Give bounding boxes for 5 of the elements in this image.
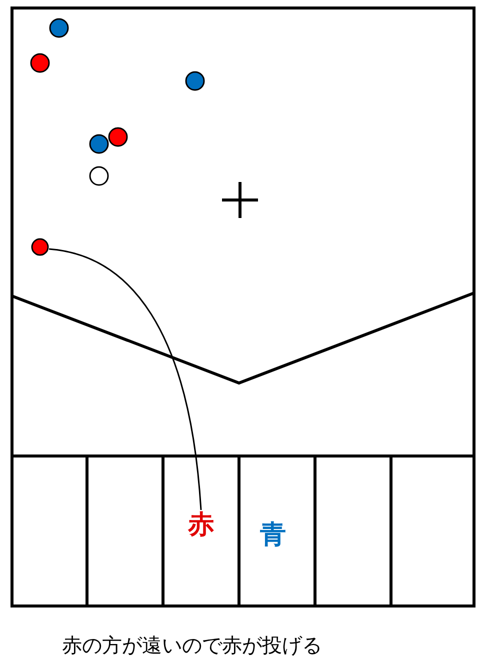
throw-path xyxy=(48,248,202,510)
team-label: 青 xyxy=(260,520,286,550)
ball-icon xyxy=(31,238,49,256)
team-label: 赤 xyxy=(186,510,216,540)
caption: 赤の方が遠いので赤が投げる xyxy=(62,632,322,659)
